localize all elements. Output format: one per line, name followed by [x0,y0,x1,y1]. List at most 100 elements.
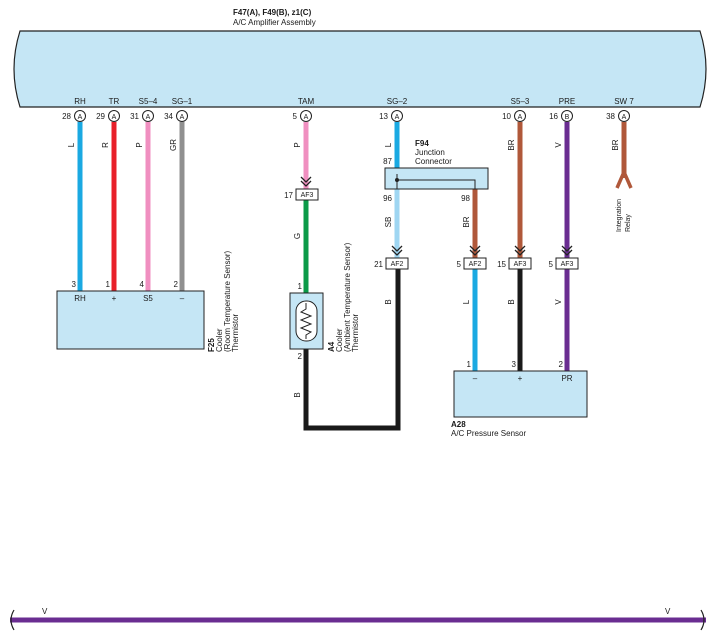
wire-code: BR [611,139,620,150]
svg-text:S5: S5 [143,294,153,303]
svg-text:–: – [473,374,478,383]
terminal-label-s53: S5–3 [511,97,530,106]
pin-number: 5 [293,112,298,121]
svg-text:1: 1 [106,280,111,289]
relay-fork-icon [615,171,633,189]
connector-circle-icon: A [108,110,120,122]
svg-text:15: 15 [497,260,506,269]
wire-code: V [554,299,563,305]
wire-code: L [384,142,393,147]
junction-label-2: Connector [415,157,452,166]
connector-circle-icon: A [176,110,188,122]
svg-text:5: 5 [457,260,462,269]
svg-text:(Room Temperature Sensor): (Room Temperature Sensor) [223,250,232,352]
wire-code: BR [507,139,516,150]
pin-number: 31 [130,112,139,121]
wire-code: B [507,299,516,304]
wire-code: G [293,233,302,239]
terminal-label-sg2: SG–2 [387,97,408,106]
wire-code-br: BR [462,216,471,227]
svg-text:A: A [395,114,400,121]
svg-text:+: + [112,294,117,303]
bottom-wire: V V [10,607,706,631]
junction-connector-box [384,167,489,190]
pin-number: 10 [502,112,511,121]
wire-code: P [293,142,302,147]
svg-text:A4: A4 [327,341,336,352]
wire-code: V [554,142,563,148]
svg-text:AF2: AF2 [469,261,482,268]
terminal-label-pre: PRE [559,97,575,106]
chevron-down-icon [514,245,526,256]
junction-pin-87: 87 [383,157,392,166]
svg-text:3: 3 [512,360,517,369]
svg-text:AF3: AF3 [514,261,527,268]
integration-relay-label-1: Integration [616,199,623,232]
amplifier-pin-circles: A A A A A A A B A [74,110,630,122]
integration-relay-label-2: Relay [625,214,632,232]
svg-text:Cooler: Cooler [215,328,224,352]
af3-tam-connector: AF3 17 [284,176,319,201]
connector-circle-icon: A [74,110,86,122]
junction-internal-wire [396,174,476,189]
svg-text:V: V [665,607,671,616]
lower-wire-codes: G B L B V B [293,233,563,398]
svg-text:A28: A28 [451,420,466,429]
svg-text:B: B [565,114,570,121]
svg-text:21: 21 [374,260,383,269]
svg-text:–: – [180,294,185,303]
junction-label-1: Junction [415,148,445,157]
svg-text:5: 5 [549,260,554,269]
terminal-label-sg1: SG–1 [172,97,193,106]
connector-circle-icon: A [300,110,312,122]
svg-text:A: A [622,114,627,121]
svg-text:A: A [304,114,309,121]
af3-s53-connector: AF3 15 [497,245,532,270]
amplifier-box [13,30,707,108]
wire-a4-return [303,268,401,431]
svg-text:2: 2 [559,360,564,369]
svg-text:A: A [78,114,83,121]
wire-code: P [135,142,144,147]
svg-text:A: A [112,114,117,121]
af2-junction-connector: AF2 5 [457,245,487,270]
a4-component: 1 2 A4 Cooler (Ambient Temperature Senso… [289,242,360,361]
svg-text:PR: PR [561,374,572,383]
af3-pre-connector: AF3 5 [549,245,579,270]
amplifier-title-bold: F47(A), F49(B), z1(C) [233,8,312,17]
svg-text:A: A [180,114,185,121]
wire-break-left-icon [10,609,15,631]
terminal-label-rh: RH [74,97,86,106]
pin-number: 29 [96,112,105,121]
svg-text:4: 4 [140,280,145,289]
svg-text:V: V [42,607,48,616]
thermistor-icon [295,300,318,342]
wire-code: L [462,299,471,304]
wire-code-sb: SB [384,217,393,228]
connector-circle-icon: A [514,110,526,122]
wire-code: R [101,142,110,148]
svg-text:3: 3 [72,280,77,289]
pin-number: 13 [379,112,388,121]
svg-text:Thermistor: Thermistor [231,313,240,352]
wire-code: L [67,142,76,147]
amplifier-terminal-labels: RH TR S5–4 SG–1 TAM SG–2 S5–3 PRE SW 7 [74,97,634,106]
terminal-label-tr: TR [109,97,120,106]
pin-number: 16 [549,112,558,121]
junction-splice-dot [395,178,399,182]
svg-text:(Ambient Temperature Sensor): (Ambient Temperature Sensor) [343,242,352,352]
svg-text:2: 2 [298,352,303,361]
a28-box [453,370,588,418]
pin-number: 34 [164,112,173,121]
a28-component: 1 3 2 – + PR A28 A/C Pressure Sensor [451,360,588,438]
svg-text:F25: F25 [207,338,216,352]
f25-component: 3 1 4 2 RH + S5 – F25 Cooler (Room Tempe… [56,250,240,352]
svg-text:1: 1 [298,282,303,291]
wire-code: B [384,299,393,304]
svg-text:A/C Pressure Sensor: A/C Pressure Sensor [451,429,526,438]
svg-text:A: A [146,114,151,121]
upper-wire-codes: L R P GR P L BR V BR [67,139,620,151]
wire-code: B [293,392,302,397]
connector-circle-icon: A [142,110,154,122]
svg-text:1: 1 [467,360,472,369]
